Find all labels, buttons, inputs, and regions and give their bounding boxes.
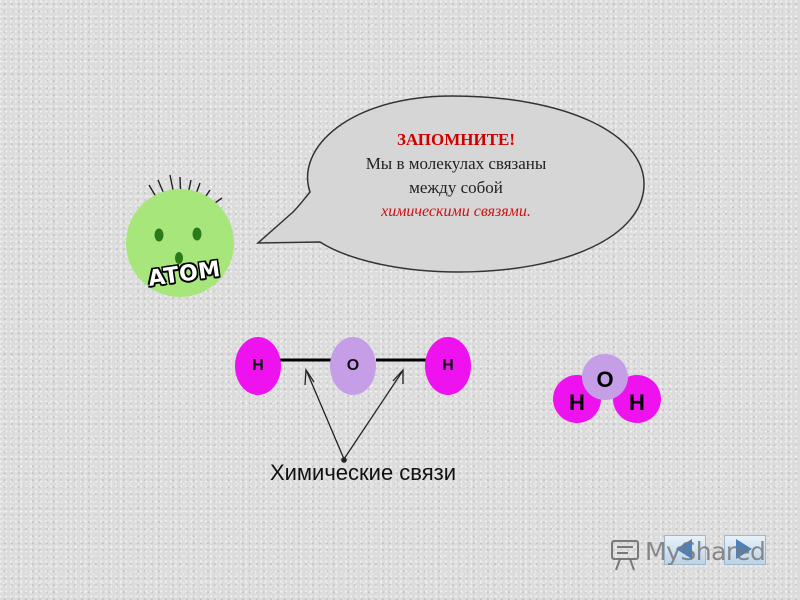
compact-label-h-right: H — [629, 390, 645, 415]
speech-bubble-text: ЗАПОМНИТЕ! Мы в молекулах связаны между … — [300, 128, 612, 224]
compact-label-o: O — [596, 367, 614, 392]
bubble-line-1: Мы в молекулах связаны — [365, 154, 547, 173]
bond-arrows — [304, 368, 404, 460]
arrow-origin-dot — [341, 457, 347, 463]
presentation-board-icon — [611, 540, 639, 571]
mascot-right-eye — [192, 227, 202, 241]
hydrogen-atom-left — [235, 337, 281, 395]
mascot-face — [126, 189, 234, 297]
atom-label-h-left: H — [252, 357, 264, 374]
bond-caption: Химические связи — [269, 460, 457, 485]
speech-bubble-outline — [255, 95, 645, 273]
bubble-title: ЗАПОМНИТЕ! — [396, 130, 516, 149]
bubble-accent: химическими связями. — [381, 203, 531, 220]
atom-label-h-right: H — [442, 357, 454, 374]
compact-oxygen — [582, 354, 628, 400]
hydrogen-atom-right — [425, 337, 471, 395]
oxygen-atom — [330, 337, 376, 395]
mascot-mouth — [175, 252, 183, 264]
atom-label-o: O — [346, 357, 360, 374]
bubble-line-2: между собой — [409, 178, 503, 197]
watermark-brand: MyShared — [645, 537, 766, 566]
mascot-left-eye — [154, 228, 164, 242]
compact-label-h-left: H — [569, 390, 585, 415]
